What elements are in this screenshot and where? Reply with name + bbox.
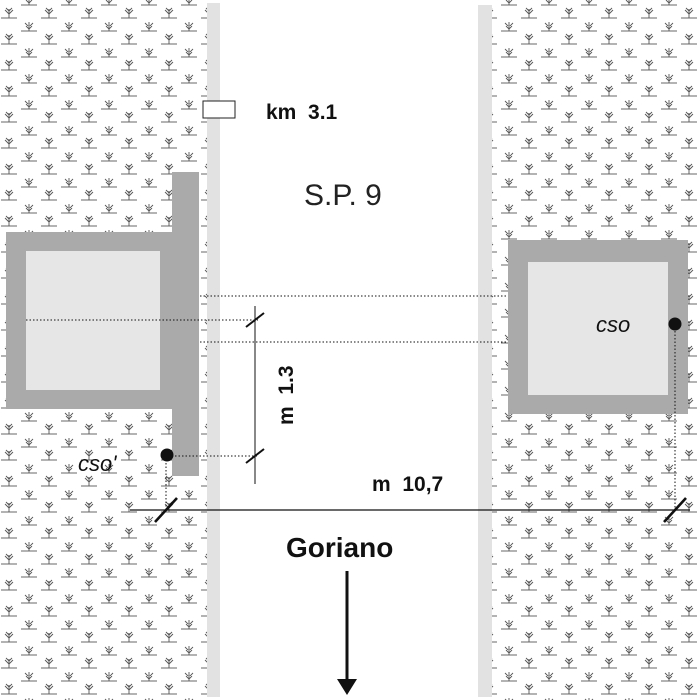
km-marker-label: km 3.1 xyxy=(266,101,338,124)
point-right-dot-icon xyxy=(668,317,682,331)
reference-lines xyxy=(26,295,676,510)
destination-label: Goriano xyxy=(286,532,393,563)
point-right-label: cso xyxy=(596,312,630,337)
dimension-offset xyxy=(245,306,265,484)
distance-dimension-label: m 10,7 xyxy=(372,473,443,496)
km-marker-icon xyxy=(202,100,236,119)
road-edge-right xyxy=(478,5,492,697)
road-surface xyxy=(207,0,492,700)
road-edge-left xyxy=(207,3,220,697)
building-right xyxy=(508,240,688,414)
point-left-label: cso' xyxy=(78,451,117,476)
offset-dimension-label: m 1.3 xyxy=(275,365,298,425)
dimension-distance xyxy=(130,497,690,523)
point-left-dot-icon xyxy=(160,448,174,462)
road-name-label: S.P. 9 xyxy=(304,179,382,212)
direction-arrow-down-icon xyxy=(337,571,357,695)
